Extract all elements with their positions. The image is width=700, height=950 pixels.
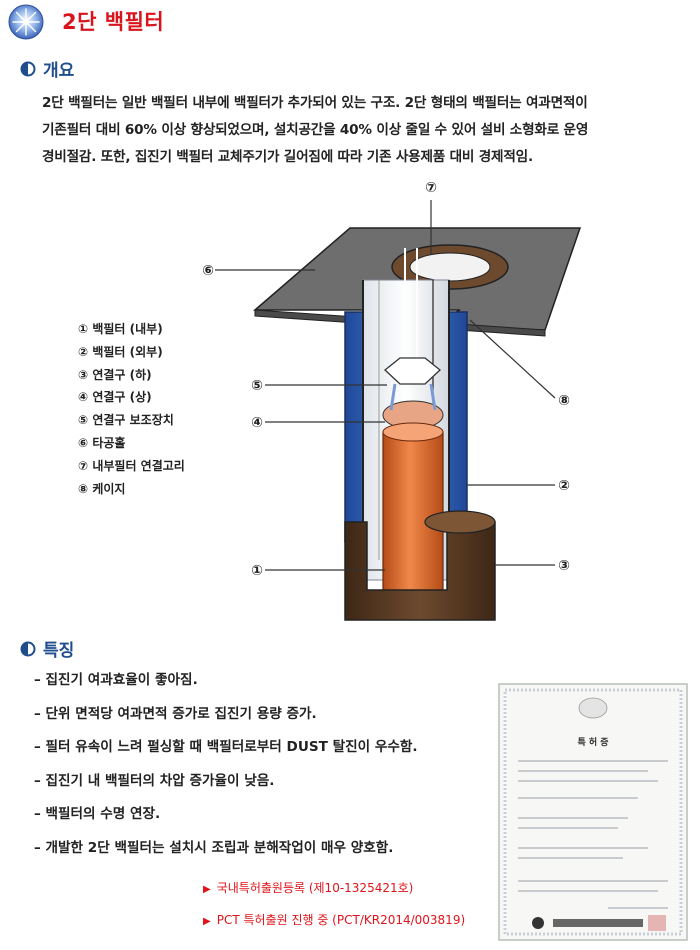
patent-text: PCT 특허출원 진행 중 (PCT/KR2014/003819) (216, 913, 466, 927)
overview-title: 개요 (43, 61, 75, 81)
patent-line: ▶ 국내특허출원등록 (제10-1325421호) (203, 873, 465, 905)
inner-orange-bag (382, 431, 444, 595)
emblem-icon (532, 917, 544, 929)
legend-item: ⑧ 케이지 (78, 481, 126, 496)
diagram-label-2: ② (558, 478, 570, 494)
legend-item: ⑦ 내부필터 연결고리 (78, 458, 185, 473)
legend-item: ② 백필터 (외부) (78, 344, 163, 359)
legend-item: ① 백필터 (내부) (78, 322, 163, 336)
top-ring-hole (409, 252, 491, 282)
component-legend: ① 백필터 (내부) ② 백필터 (외부) ③ 연결구 (하) ④ 연결구 (상… (78, 318, 185, 500)
overview-heading: 개요 (20, 56, 74, 81)
feature-item: – 단위 면적당 여과면적 증가로 집진기 용량 증가. (34, 705, 317, 722)
company-logo-icon (8, 4, 44, 40)
features-title: 특징 (43, 641, 75, 661)
overview-line: 2단 백필터는 일반 백필터 내부에 백필터가 추가되어 있는 구조. 2단 형… (42, 95, 588, 111)
triangle-bullet-icon: ▶ (203, 884, 211, 895)
page-title: 2단 백필터 (62, 10, 165, 34)
legend-item: ⑥ 타공홀 (78, 435, 126, 450)
bag-filter-diagram: ⑦ ⑥ ⑤ ④ ① ⑧ ② ③ (202, 180, 582, 621)
overview-line: 경비절감. 또한, 집진기 백필터 교체주기가 길어짐에 따라 기존 사용제품 … (42, 149, 533, 165)
certificate-title: 특 허 증 (577, 736, 608, 748)
overview-line: 기존필터 대비 60% 이상 향상되었으며, 설치공간을 40% 이상 줄일 수… (42, 122, 589, 138)
half-circle-icon (20, 61, 36, 76)
feature-item: – 개발한 2단 백필터는 설치시 조립과 분해작업이 매우 양호함. (34, 839, 394, 856)
feature-item: – 백필터의 수명 연장. (34, 806, 161, 822)
legend-item: ④ 연결구 (상) (78, 390, 152, 405)
legend-item: ③ 연결구 (하) (78, 367, 152, 382)
patent-line: ▶ PCT 특허출원 진행 중 (PCT/KR2014/003819) (203, 905, 465, 937)
feature-item: – 필터 유속이 느려 펄싱할 때 백필터로부터 DUST 탈진이 우수함. (34, 739, 418, 755)
diagram-label-7: ⑦ (425, 180, 437, 196)
connector-assist-device (384, 357, 441, 385)
legend-item: ⑤ 연결구 보조장치 (78, 413, 174, 428)
diagram-label-1: ① (251, 563, 263, 579)
feature-item: – 집진기 여과효율이 좋아짐. (34, 672, 198, 688)
diagram-label-5: ⑤ (251, 378, 263, 394)
patent-info: ▶ 국내특허출원등록 (제10-1325421호) ▶ PCT 특허출원 진행 중 … (203, 873, 465, 937)
patent-certificate-image: 특 허 증 (498, 683, 688, 941)
diagram-label-3: ③ (558, 558, 570, 574)
diagram-label-4: ④ (251, 415, 263, 431)
overview-text: 2단 백필터는 일반 백필터 내부에 백필터가 추가되어 있는 구조. 2단 형… (42, 90, 692, 171)
features-heading: 특징 (20, 636, 74, 661)
half-circle-icon (20, 641, 36, 656)
features-list: – 집진기 여과효율이 좋아짐. – 단위 면적당 여과면적 증가로 집진기 용… (34, 664, 418, 865)
diagram-label-8: ⑧ (558, 393, 570, 409)
diagram-label-6: ⑥ (202, 263, 214, 279)
triangle-bullet-icon: ▶ (203, 916, 211, 927)
patent-text: 국내특허출원등록 (제10-1325421호) (216, 881, 414, 895)
feature-item: – 집진기 내 백필터의 차압 증가율이 낮음. (34, 772, 275, 789)
